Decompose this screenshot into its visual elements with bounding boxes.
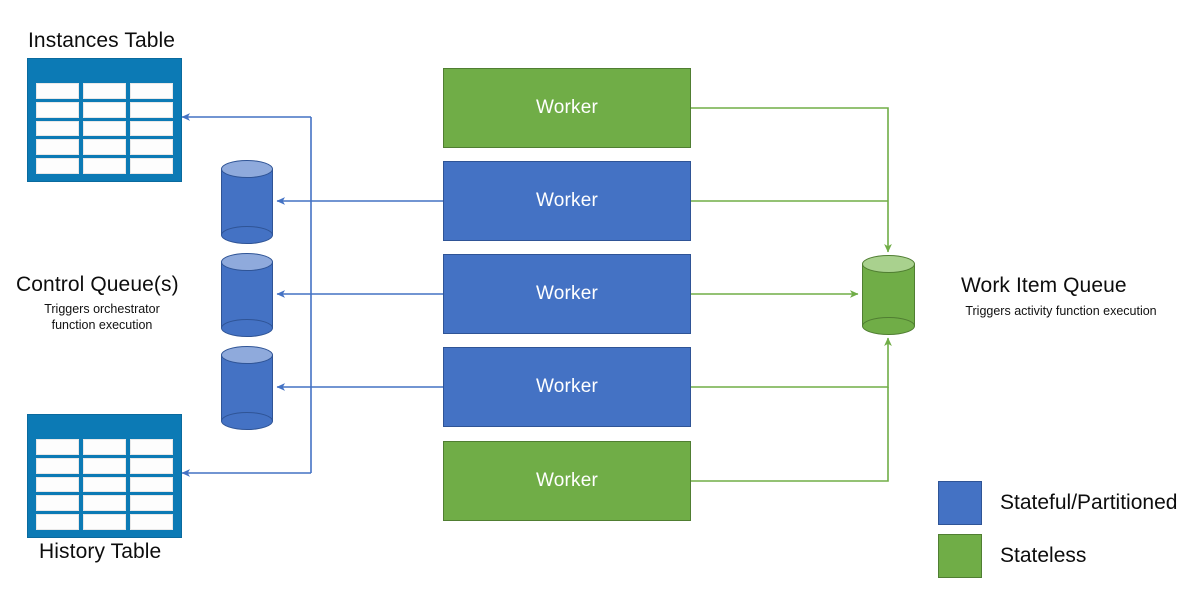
cylinder-base: [862, 317, 915, 335]
table-row: [36, 101, 173, 118]
instances-table[interactable]: [27, 58, 182, 182]
instances-table-label: Instances Table: [28, 29, 176, 52]
control-queues-subtitle: Triggers orchestrator function execution: [16, 301, 188, 333]
work-item-queue-title: Work Item Queue: [961, 274, 1127, 297]
table-cell: [83, 101, 126, 118]
table-cell: [36, 476, 79, 493]
worker-label: Worker: [535, 97, 599, 118]
work-item-queue-cylinder[interactable]: [862, 255, 915, 335]
history-table[interactable]: [27, 414, 182, 538]
table-cell: [130, 439, 173, 455]
table-cell: [130, 476, 173, 493]
cylinder-body: [221, 355, 273, 421]
history-table-header: [28, 415, 181, 436]
table-cell: [130, 495, 173, 512]
table-cell: [83, 83, 126, 99]
control-queue-cylinder-3[interactable]: [221, 346, 273, 430]
table-row: [36, 158, 173, 174]
table-cell: [83, 120, 126, 137]
legend-swatch-stateful: [938, 481, 982, 525]
table-row: [36, 514, 173, 530]
history-table-body: [36, 439, 173, 530]
table-row: [36, 83, 173, 99]
connector-worker5-to-work-item-queue: [691, 387, 889, 482]
worker-box-4[interactable]: Worker: [443, 347, 691, 427]
table-cell: [83, 139, 126, 156]
table-cell: [83, 495, 126, 512]
table-cell: [36, 457, 79, 474]
table-cell: [36, 514, 79, 530]
table-cell: [36, 158, 79, 174]
cylinder-base: [221, 412, 273, 430]
table-row: [36, 457, 173, 474]
control-queues-title: Control Queue(s): [16, 273, 179, 296]
table-row: [36, 476, 173, 493]
table-cell: [36, 120, 79, 137]
table-cell: [130, 101, 173, 118]
table-cell: [83, 158, 126, 174]
legend-swatch-stateless: [938, 534, 982, 578]
table-row: [36, 439, 173, 455]
table-cell: [83, 514, 126, 530]
control-queues-subtitle-line2: function execution: [51, 318, 153, 332]
control-queue-cylinder-2[interactable]: [221, 253, 273, 337]
cylinder-body: [862, 264, 915, 326]
table-cell: [36, 101, 79, 118]
legend-label-stateful: Stateful/Partitioned: [1000, 491, 1178, 514]
table-row: [36, 495, 173, 512]
instances-table-body: [36, 83, 173, 174]
table-row: [36, 139, 173, 156]
cylinder-cap: [221, 253, 273, 271]
cylinder-base: [221, 319, 273, 337]
cylinder-base: [221, 226, 273, 244]
work-item-queue-subtitle: Triggers activity function execution: [965, 304, 1157, 318]
table-cell: [36, 439, 79, 455]
table-cell: [130, 457, 173, 474]
green-connectors: [691, 107, 892, 482]
worker-box-2[interactable]: Worker: [443, 161, 691, 241]
history-table-label: History Table: [39, 540, 162, 563]
table-cell: [83, 439, 126, 455]
control-queues-subtitle-line1: Triggers orchestrator: [44, 302, 160, 316]
cylinder-body: [221, 262, 273, 328]
cylinder-cap: [862, 255, 915, 273]
legend-item-stateless: Stateless: [938, 534, 1086, 578]
worker-label: Worker: [535, 283, 599, 304]
cylinder-cap: [221, 346, 273, 364]
table-cell: [36, 495, 79, 512]
cylinder-cap: [221, 160, 273, 178]
worker-box-5[interactable]: Worker: [443, 441, 691, 521]
table-cell: [83, 476, 126, 493]
worker-label: Worker: [535, 376, 599, 397]
connector-worker1-to-work-item-queue: [691, 107, 892, 253]
worker-label: Worker: [535, 470, 599, 491]
table-cell: [130, 158, 173, 174]
worker-box-1[interactable]: Worker: [443, 68, 691, 148]
control-queue-cylinder-1[interactable]: [221, 160, 273, 244]
instances-table-header: [28, 59, 181, 80]
table-cell: [36, 139, 79, 156]
cylinder-body: [221, 169, 273, 235]
table-row: [36, 120, 173, 137]
table-cell: [36, 83, 79, 99]
table-cell: [130, 139, 173, 156]
legend-item-stateful: Stateful/Partitioned: [938, 481, 1177, 525]
table-cell: [130, 120, 173, 137]
table-cell: [130, 83, 173, 99]
table-cell: [130, 514, 173, 530]
table-cell: [83, 457, 126, 474]
legend-label-stateless: Stateless: [1000, 544, 1087, 567]
connector-worker4-to-work-item-queue: [691, 337, 892, 388]
worker-box-3[interactable]: Worker: [443, 254, 691, 334]
worker-label: Worker: [535, 190, 599, 211]
